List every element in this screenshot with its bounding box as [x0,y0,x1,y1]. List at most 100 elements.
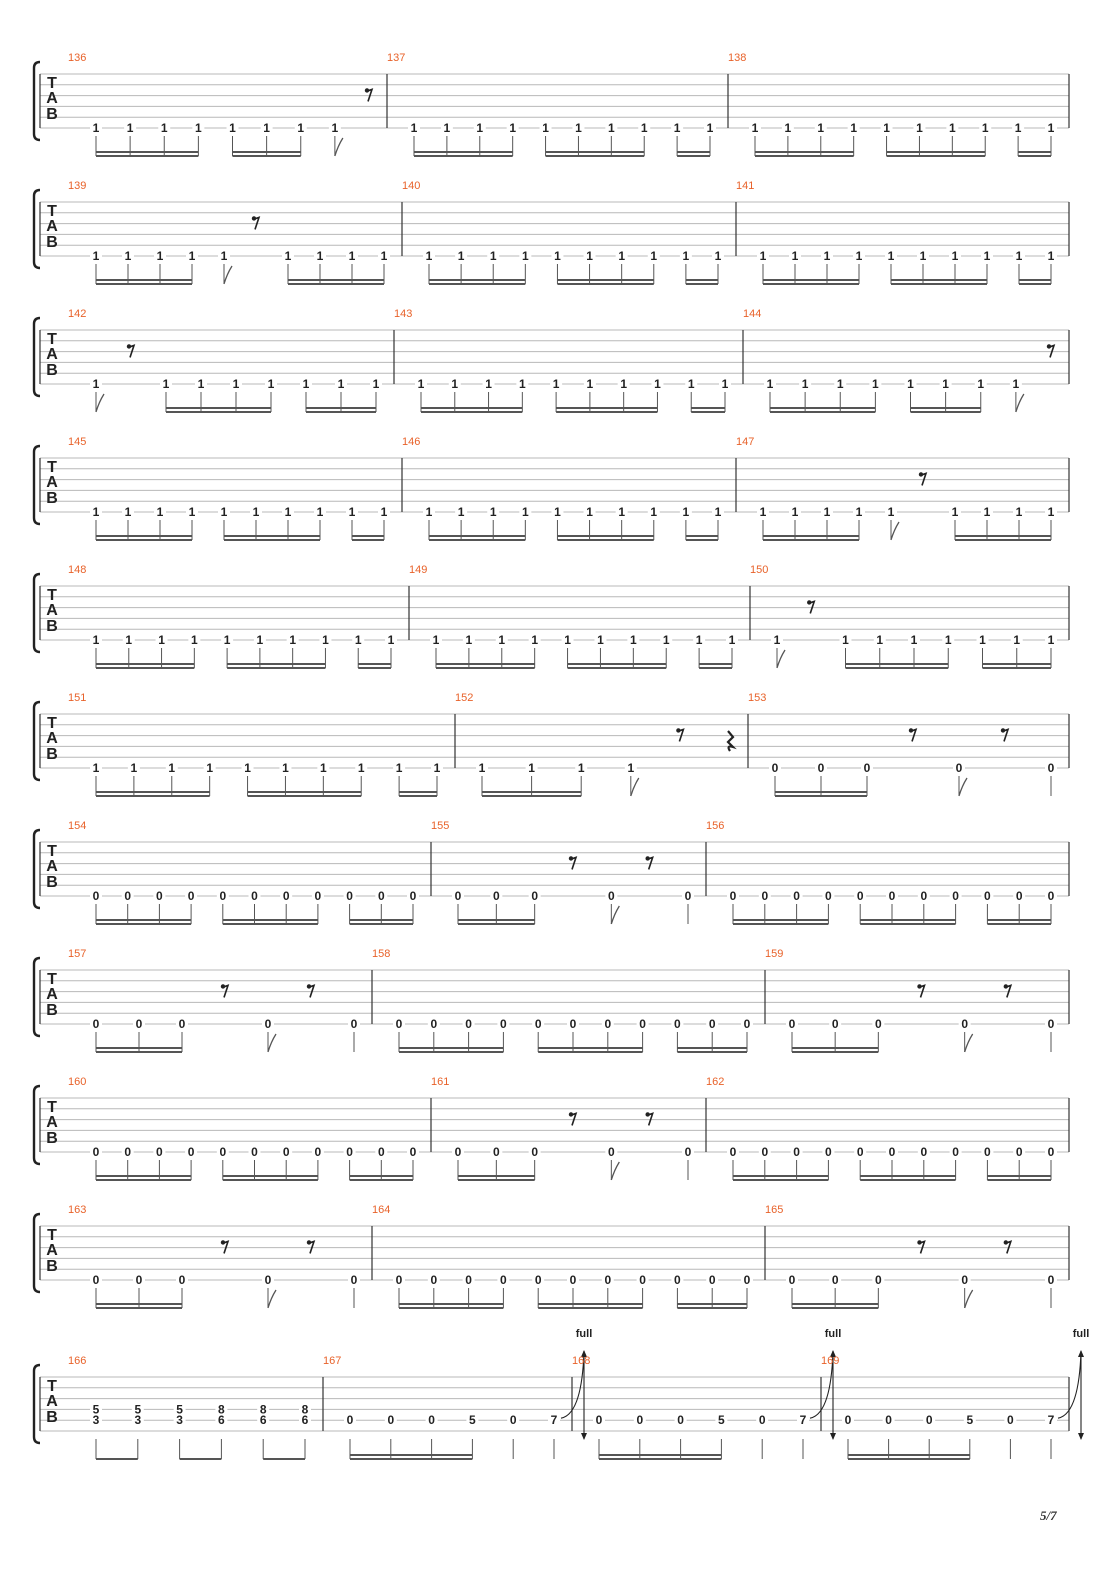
fret-bg [885,250,897,262]
fret-bg [497,1018,510,1030]
fret-bg [528,890,541,902]
bend-arrow-down-icon [830,1433,836,1440]
fret-number: 1 [872,377,879,391]
fret-number: 0 [639,1273,646,1287]
fret-bg [495,634,508,646]
fret-bg [1045,762,1057,774]
fret-number: 1 [233,377,240,391]
fret-number: 0 [378,889,385,903]
fret-bg [575,762,588,774]
fret-number: 0 [604,1273,611,1287]
fret-number: 1 [358,761,365,775]
fret-number: 1 [476,121,483,135]
fret-number: 1 [907,377,914,391]
fret-bg [786,1274,798,1286]
tab-clef-letter: B [46,1258,58,1275]
fret-bg [378,250,390,262]
fret-number: 1 [93,249,100,263]
fret-number: 1 [618,505,625,519]
fret-bg [886,1146,898,1158]
fret-bg [583,378,596,390]
fret-bg [188,634,201,646]
fret-number: 0 [93,1145,100,1159]
fret-bg [487,506,500,518]
page-number: 5/7 [1040,1508,1057,1523]
fret-number: 0 [136,1017,143,1031]
fret-number: 1 [760,505,767,519]
bend-label: full [576,1328,593,1340]
fret-number: 1 [93,761,100,775]
fret-number: 0 [709,1017,716,1031]
fret-number: 0 [761,1145,768,1159]
fret-bg [440,122,453,134]
fret-number: 1 [458,249,465,263]
fret-number: 1 [1016,249,1023,263]
fret-bg [160,378,172,390]
bend-curve [809,1350,834,1419]
fret-bg [885,506,897,518]
fret-bg [346,506,358,518]
fret-number: 1 [355,633,362,647]
fret-bg [253,634,266,646]
fret-number: 1 [189,505,196,519]
fret-number: 1 [426,505,433,519]
fret-bg [829,1018,842,1030]
note-flag [610,905,620,925]
fret-bg [550,378,563,390]
fret-bg [741,1274,753,1286]
fret-bg [260,122,273,134]
fret-number: 0 [1007,1413,1014,1427]
fret-bg [949,1146,962,1158]
fret-bg [165,762,178,774]
fret-bg [822,1146,835,1158]
note-flag [334,137,344,157]
fret-number: 0 [825,1145,832,1159]
eighth-rest-stroke [909,728,918,742]
fret-bg [215,1403,228,1416]
note-flag [776,649,786,669]
measure-number: 138 [728,52,746,64]
fret-bg [839,634,852,646]
fret-number: 1 [332,121,339,135]
fret-bg [726,634,738,646]
fret-number: 0 [818,761,825,775]
fret-bg [869,378,882,390]
note-flag [958,777,968,797]
fret-number: 0 [500,1017,507,1031]
tab-clef-letter: T [47,459,57,476]
fret-number: 1 [1048,633,1055,647]
fret-bg [154,250,166,262]
fret-number: 1 [349,249,356,263]
fret-number: 1 [434,761,441,775]
fret-bg [880,122,893,134]
measure-number: 154 [68,820,86,832]
fret-number: 0 [430,1017,437,1031]
fret-number: 1 [297,121,304,135]
fret-bg [153,890,166,902]
fret-number: 0 [283,889,290,903]
fret-number: 0 [920,889,927,903]
fret-bg [462,1018,475,1030]
fret-number: 1 [198,377,205,391]
fret-number: 0 [596,1413,603,1427]
fret-bg [1004,1414,1017,1427]
fret-bg [624,762,637,774]
fret-number: 1 [522,249,529,263]
fret-number: 1 [195,121,202,135]
fret-number: 1 [418,377,425,391]
system-bracket [32,1084,41,1166]
fret-number: 1 [303,377,310,391]
tab-clef-letter: A [46,730,58,747]
fret-number: 1 [1048,505,1055,519]
tab-clef-letter: A [46,602,58,619]
fret-bg [601,1274,614,1286]
fret-number: 0 [378,1145,385,1159]
fret-bg [1013,506,1025,518]
fret-number: 1 [191,633,198,647]
eighth-rest-stroke [221,1240,230,1254]
eighth-rest-stroke [918,1240,926,1254]
fret-number: 0 [1016,889,1023,903]
fret-number: 0 [761,889,768,903]
fret-number: 0 [744,1273,751,1287]
